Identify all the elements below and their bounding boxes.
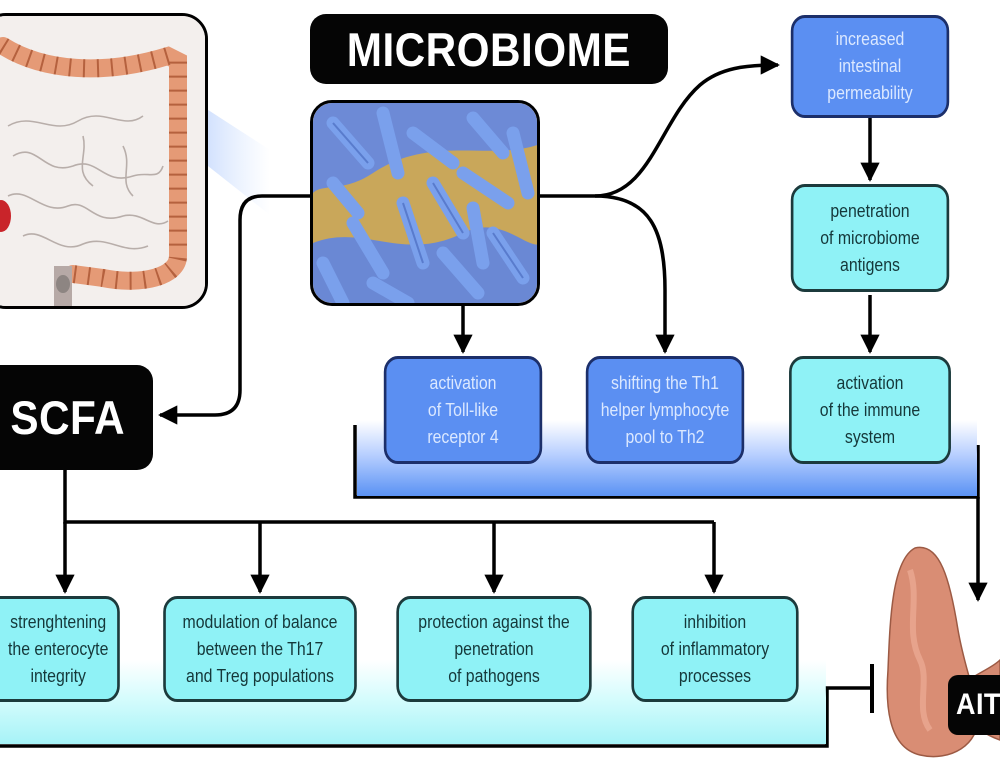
node-text: activation of the immune system (819, 372, 921, 447)
microbiome-title-text: MICROBIOME (346, 22, 632, 76)
bracket-scfa-effects (0, 686, 872, 748)
arrow-microbiome-to-scfa (158, 194, 312, 425)
node-text: activation of Toll-like receptor 4 (427, 372, 499, 447)
node-increased-permeability: increased intestinal permeability (790, 15, 950, 118)
bracket-microbiome-effects (353, 425, 980, 499)
node-immune-activation: activation of the immune system (789, 356, 951, 464)
node-text: inhibition of inflammatory processes (660, 611, 770, 686)
node-text: increased intestinal permeability (827, 29, 913, 103)
node-th1-to-th2-shift: shifting the Th1 helper lymphocyte pool … (585, 356, 745, 464)
node-pathogen-protection: protection against the penetration of pa… (396, 596, 592, 702)
node-toll-like-receptor: activation of Toll-like receptor 4 (383, 356, 543, 464)
node-inflammation-inhibition: inhibition of inflammatory processes (631, 596, 799, 702)
aitd-title-text: AITD (956, 688, 1000, 721)
scfa-title: SCFA (0, 365, 153, 470)
node-text: protection against the penetration of pa… (418, 611, 570, 686)
bacteria-icon (313, 103, 537, 303)
bacteria-micrograph (310, 100, 540, 306)
node-enterocyte-integrity: strenghtening the enterocyte integrity (0, 596, 120, 702)
node-text: shifting the Th1 helper lymphocyte pool … (600, 372, 730, 447)
node-th17-treg-balance: modulation of balance between the Th17 a… (163, 596, 357, 702)
gut-illustration (0, 13, 208, 309)
node-text: modulation of balance between the Th17 a… (182, 611, 338, 686)
node-text: penetration of microbiome antigens (820, 200, 920, 275)
microbiome-title: MICROBIOME (310, 14, 668, 84)
intestine-icon (0, 16, 205, 306)
scfa-title-text: SCFA (10, 391, 125, 444)
arrow-microbiome-to-th1-th2 (594, 194, 675, 354)
arrow-microbiome-to-permeability (540, 55, 780, 198)
node-text: strenghtening the enterocyte integrity (7, 611, 109, 686)
node-microbiome-antigens: penetration of microbiome antigens (790, 184, 950, 292)
aitd-title: AITD (948, 675, 1000, 735)
